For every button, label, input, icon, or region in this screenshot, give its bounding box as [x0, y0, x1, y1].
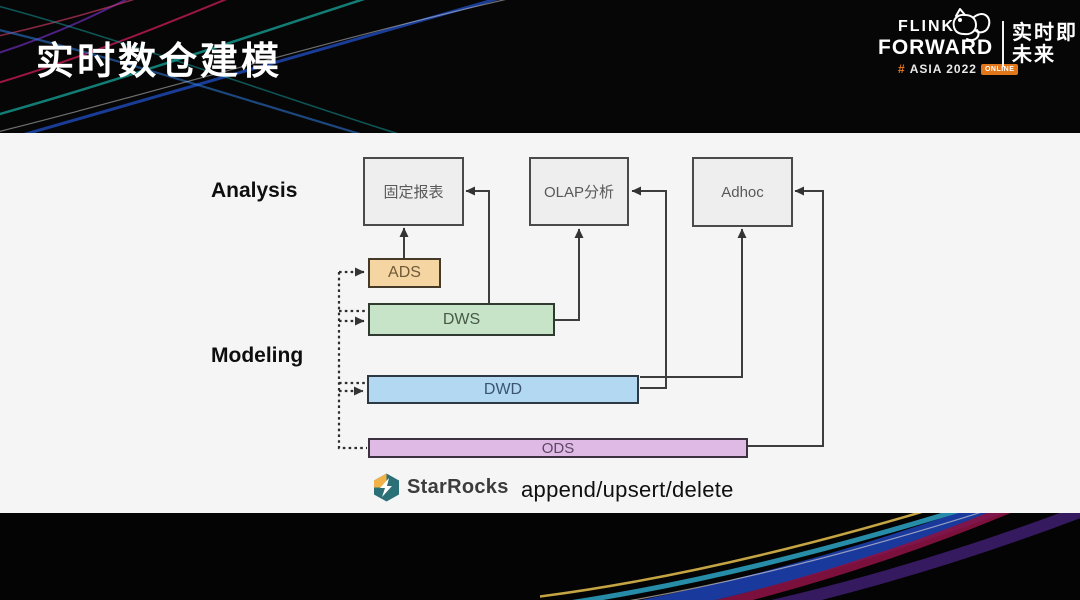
- box-dwd: DWD: [367, 375, 639, 404]
- bottom-right-streaks-decoration: [540, 513, 1080, 600]
- logo-flink-text: FLINK: [898, 18, 956, 35]
- slide-title: 实时数仓建模: [36, 41, 283, 83]
- header-band: 实时数仓建模 FLINK FORWARD # ASIA 2022 ONLINE: [0, 0, 1080, 133]
- squirrel-icon: [952, 8, 991, 42]
- online-badge: ONLINE: [980, 63, 1019, 75]
- modeling-label: Modeling: [211, 344, 304, 367]
- analysis-label: Analysis: [211, 179, 298, 202]
- logo-forward-text: FORWARD: [878, 36, 994, 59]
- box-dws: DWS: [368, 303, 555, 336]
- flink-forward-logo: FLINK FORWARD # ASIA 2022 ONLINE 实时即 未来: [870, 0, 1080, 100]
- logo-tagline-line1: 实时即: [1012, 22, 1078, 44]
- box-fixed-report: 固定报表: [363, 157, 464, 226]
- logo-edition-row: # ASIA 2022 ONLINE: [898, 62, 1019, 76]
- starrocks-icon: [374, 473, 399, 502]
- logo-tagline: 实时即 未来: [1012, 22, 1078, 66]
- box-adhoc: Adhoc: [692, 157, 793, 227]
- footer-band: [0, 513, 1080, 600]
- box-ods: ODS: [368, 438, 748, 458]
- box-ads: ADS: [368, 258, 441, 288]
- logo-edition-hash: #: [898, 62, 906, 76]
- starrocks-wordmark: StarRocks: [407, 476, 509, 498]
- logo-edition-text: ASIA 2022: [909, 62, 977, 76]
- logo-divider: [1002, 21, 1004, 67]
- box-olap-analysis: OLAP分析: [529, 157, 629, 226]
- operations-text: append/upsert/delete: [521, 477, 734, 502]
- logo-tagline-line2: 未来: [1012, 44, 1056, 66]
